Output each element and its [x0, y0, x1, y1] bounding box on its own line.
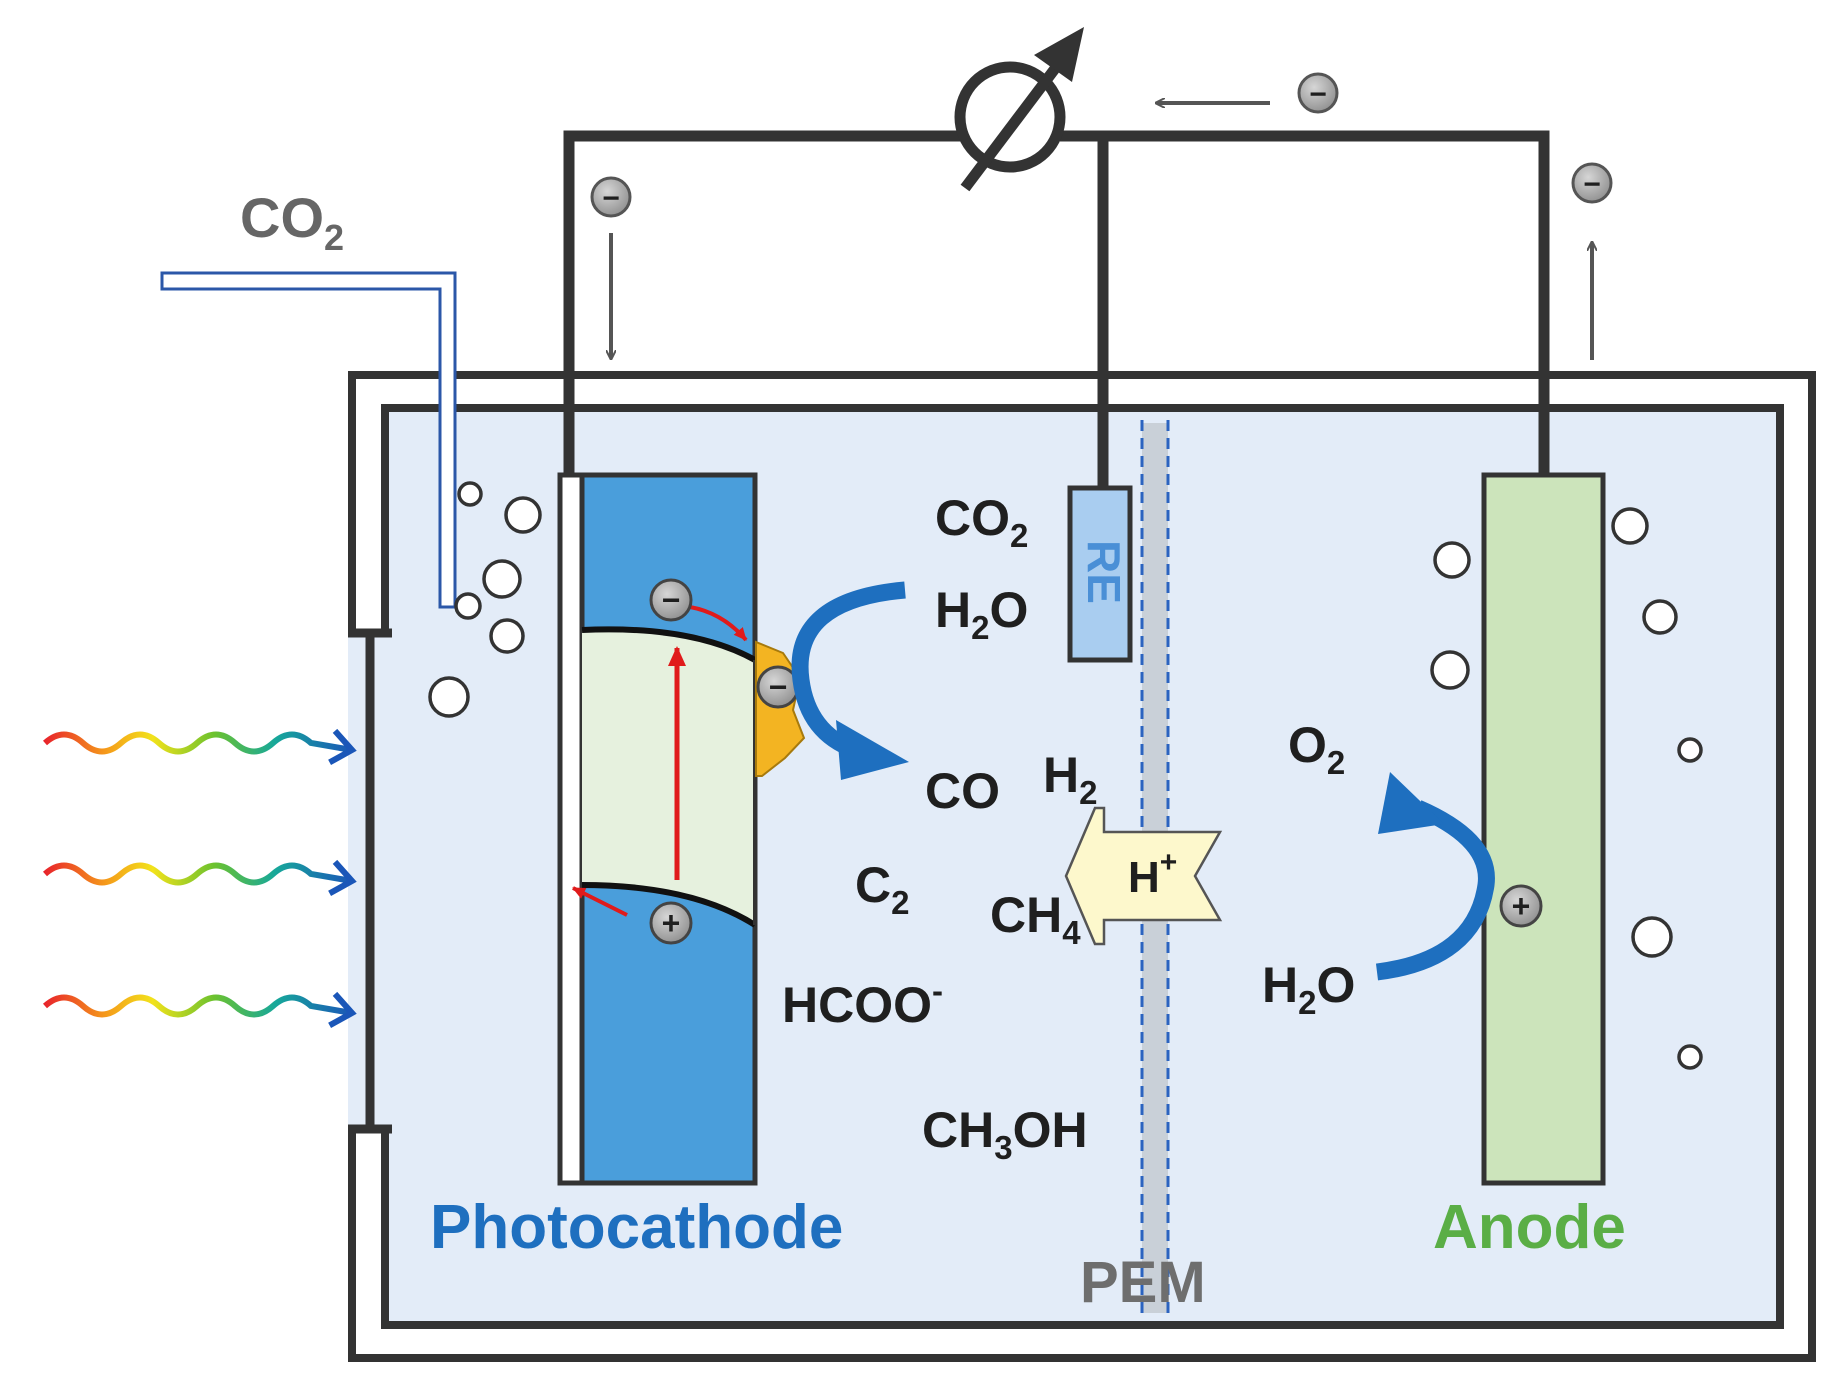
electron-sign: − — [1583, 168, 1601, 201]
bubble — [457, 481, 483, 507]
bubble — [1433, 541, 1471, 579]
electron-circle — [1571, 162, 1613, 204]
hole-circle — [1499, 884, 1543, 928]
charge-hole-vb: + — [649, 901, 693, 945]
semiconductor-band — [582, 629, 755, 925]
co2-inlet-label: CO2 — [240, 186, 344, 258]
reactant-h2o: H2O — [935, 582, 1028, 646]
ammeter — [954, 27, 1084, 192]
reactant-co2: CO2 — [935, 490, 1028, 554]
electron-flow — [611, 103, 1592, 360]
external-circuit — [563, 130, 1550, 490]
anode-product-o2: O2 — [1288, 717, 1345, 781]
bubble — [1631, 916, 1673, 958]
bubble — [1677, 1044, 1703, 1070]
electron-circle — [590, 176, 632, 218]
ammeter-arrowhead — [1034, 27, 1084, 82]
photocathode-label: Photocathode — [430, 1193, 843, 1262]
electron-sign: − — [602, 182, 620, 215]
electron-circle — [1297, 72, 1339, 114]
light-ray — [43, 728, 357, 766]
reference-electrode-label: RE — [1078, 540, 1130, 604]
bubble — [504, 496, 542, 534]
proton-label: H+ — [1128, 846, 1177, 902]
bubble — [489, 618, 525, 654]
anode-label: Anode — [1433, 1193, 1626, 1262]
bubble — [428, 676, 470, 718]
light-rays — [43, 728, 357, 1029]
bubble — [454, 592, 482, 620]
proton-arrow: H+ — [1064, 806, 1223, 946]
bubble — [1611, 507, 1649, 545]
electron-transfer-arrow — [689, 605, 748, 642]
bubble — [1642, 599, 1678, 635]
reference-electrode-body — [1067, 485, 1133, 663]
wire-cathode — [563, 130, 962, 475]
proton-arrow-shape — [1064, 806, 1223, 946]
wire-anode — [1060, 130, 1550, 475]
charge-electron-top: − — [1297, 72, 1339, 114]
electron-sign: − — [1309, 78, 1327, 111]
bubble — [1677, 737, 1703, 763]
anode-reactant-h2o: H2O — [1262, 957, 1355, 1021]
anode: + — [1375, 472, 1606, 1186]
bubble — [482, 559, 522, 599]
cathode-reaction-arrow — [791, 581, 906, 758]
charge-electron-right: − — [1571, 162, 1613, 204]
valence-band-edge — [581, 882, 757, 928]
charge-electron-cb: − — [649, 578, 693, 622]
electron-sign: − — [662, 582, 681, 618]
charge-electron-catalyst: − — [756, 665, 800, 709]
cathode-reaction-arrowhead — [836, 720, 909, 780]
ammeter-needle — [960, 58, 1065, 192]
hole-sign: + — [1512, 888, 1531, 924]
conduction-band-edge — [581, 626, 757, 663]
anode-reaction-arrowhead — [1378, 772, 1444, 834]
anode-reaction-arrow — [1375, 800, 1495, 981]
bubble — [1430, 650, 1470, 690]
light-ray — [43, 991, 357, 1029]
hole-sign: + — [662, 905, 681, 941]
reference-electrode: RE — [1067, 485, 1133, 663]
product-hcoo: HCOO- — [782, 972, 943, 1033]
light-ray — [43, 859, 357, 897]
pem-label: PEM — [1080, 1250, 1206, 1315]
photocathode: − − + — [557, 472, 806, 1186]
co2-inlet-tube — [160, 271, 457, 609]
product-h2: H2 — [1043, 747, 1097, 811]
electron-circle — [649, 578, 693, 622]
product-co: CO — [925, 763, 1000, 819]
hole-transfer-arrow — [572, 886, 628, 917]
electron-sign: − — [769, 669, 788, 705]
bubbles — [428, 481, 1703, 1070]
hole-circle — [649, 901, 693, 945]
charge-electron-left: − — [590, 176, 632, 218]
anode-body — [1481, 472, 1606, 1186]
product-c2: C2 — [855, 857, 909, 921]
product-ch4: CH4 — [990, 887, 1081, 951]
photocathode-back-contact — [557, 472, 585, 1186]
charge-hole-anode: + — [1499, 884, 1543, 928]
product-ch3oh: CH3OH — [922, 1102, 1088, 1166]
